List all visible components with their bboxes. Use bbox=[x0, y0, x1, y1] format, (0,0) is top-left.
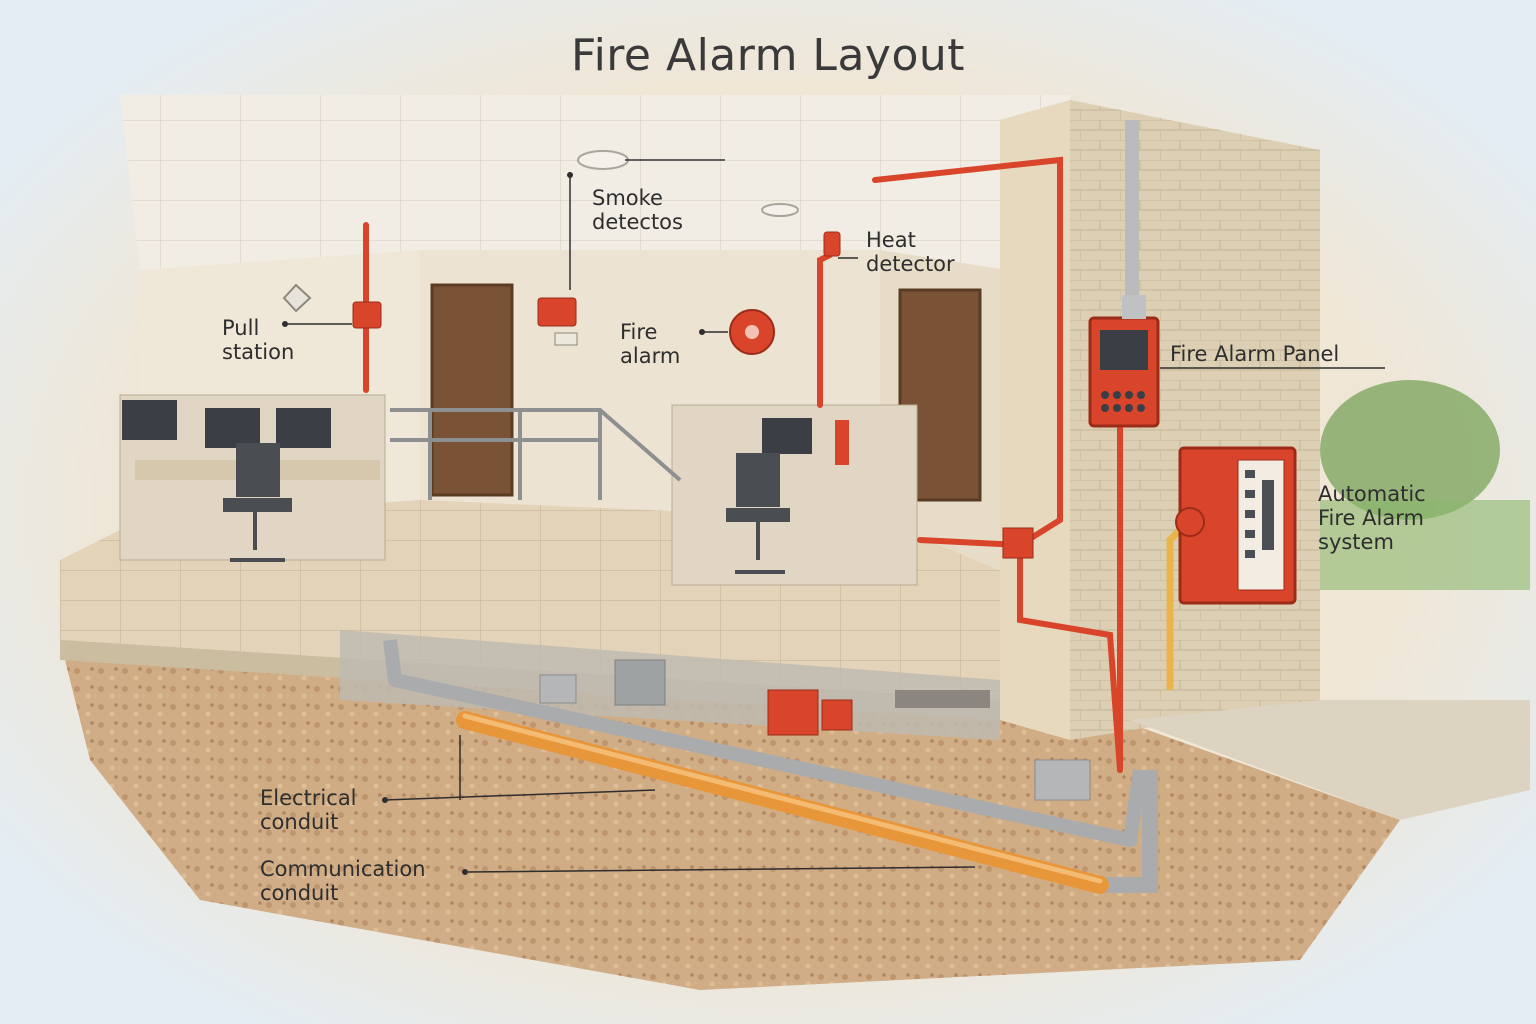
page-title: Fire Alarm Layout bbox=[570, 30, 966, 81]
monitor bbox=[762, 418, 812, 454]
alarm-wiring bbox=[363, 156, 1123, 773]
fire-alarm-label: Fire alarm bbox=[620, 320, 680, 368]
vent-grille bbox=[895, 690, 990, 708]
stair-railing bbox=[390, 408, 682, 500]
office-chair bbox=[726, 453, 790, 574]
gray-pipe bbox=[1100, 770, 1158, 893]
smoke-detector-label-line2: detectos bbox=[592, 210, 683, 234]
fire-alarm-label-line1: Fire bbox=[620, 320, 658, 344]
orange-conduit-highlight bbox=[462, 713, 1103, 884]
monitor bbox=[276, 408, 331, 448]
office-chair bbox=[223, 443, 292, 562]
gray-pipe bbox=[383, 639, 1147, 847]
bush bbox=[1320, 380, 1500, 520]
smoke-detector-icon bbox=[577, 150, 629, 170]
cabinet-modules bbox=[1245, 470, 1274, 558]
pull-station-label-line2: station bbox=[222, 340, 295, 364]
junction-box-red bbox=[767, 689, 819, 736]
heat-detector-label: Heat detector bbox=[866, 228, 955, 276]
door-left bbox=[430, 283, 514, 497]
monitor bbox=[205, 408, 260, 448]
automatic-system-label-line1: Automatic bbox=[1318, 482, 1426, 506]
sidewalk bbox=[1130, 700, 1530, 820]
communication-conduit-label-line2: conduit bbox=[260, 881, 339, 905]
orange-conduit bbox=[456, 711, 1109, 894]
electrical-conduit-label: Electrical conduit bbox=[260, 786, 357, 834]
junction-box-red bbox=[1002, 527, 1034, 559]
leader-lines bbox=[285, 159, 1385, 873]
conduit-riser bbox=[1125, 120, 1139, 320]
grass bbox=[1320, 500, 1530, 590]
panel-bracket bbox=[1122, 295, 1146, 319]
fire-alarm-label-line2: alarm bbox=[620, 344, 681, 368]
junction-box bbox=[1034, 759, 1091, 801]
cabinet-window bbox=[1237, 459, 1285, 591]
outlet-icon bbox=[554, 332, 578, 346]
heat-detector-label-line2: detector bbox=[866, 252, 955, 276]
electrical-conduit-label-line2: conduit bbox=[260, 810, 339, 834]
heat-detector-icon bbox=[823, 231, 841, 257]
smoke-detector-label: Smoke detectos bbox=[592, 186, 683, 234]
pull-station-label: Pull station bbox=[222, 316, 294, 364]
leader-dots bbox=[282, 172, 705, 875]
pull-station-icon bbox=[352, 301, 382, 329]
strobe-icon bbox=[282, 283, 312, 313]
automatic-system-label: Automatic Fire Alarm system bbox=[1318, 482, 1426, 554]
automatic-system-label-line3: system bbox=[1318, 530, 1394, 554]
automatic-system-label-line2: Fire Alarm bbox=[1318, 506, 1424, 530]
panel-buttons bbox=[1101, 391, 1145, 412]
junction-box bbox=[539, 674, 577, 704]
smoke-detector-label-line1: Smoke bbox=[592, 186, 663, 210]
panel-keypad bbox=[1100, 330, 1148, 370]
junction-box bbox=[614, 659, 666, 706]
fire-alarm-panel-label: Fire Alarm Panel bbox=[1170, 342, 1340, 366]
heat-detector-label-line1: Heat bbox=[866, 228, 916, 252]
cubicle-alarm-icon bbox=[835, 420, 849, 465]
fire-alarm-bell-center bbox=[745, 325, 759, 339]
monitor bbox=[122, 400, 177, 440]
junction-box-red bbox=[821, 699, 853, 731]
pull-station-label-line1: Pull bbox=[222, 316, 260, 340]
smoke-detector-icon bbox=[761, 203, 799, 217]
communication-conduit-label-line1: Communication bbox=[260, 857, 426, 881]
electrical-conduit-label-line1: Electrical bbox=[260, 786, 357, 810]
communication-conduit-label: Communication conduit bbox=[260, 857, 426, 905]
cabinet-outlet bbox=[1175, 507, 1205, 537]
alarm-box-icon bbox=[537, 297, 577, 327]
